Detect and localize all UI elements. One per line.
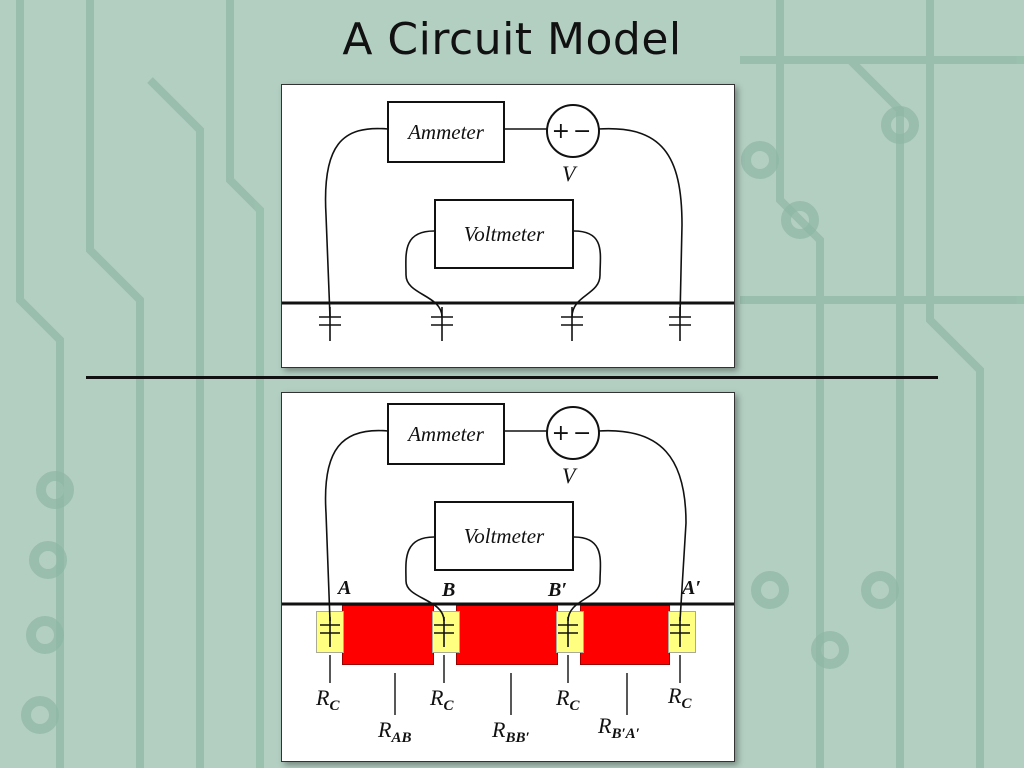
resistor-bb-prime-label: RBB′ xyxy=(492,717,530,747)
point-label-a: A xyxy=(338,577,352,599)
slide-title: A Circuit Model xyxy=(342,14,682,65)
contact-resistance-label: RC xyxy=(668,683,691,713)
voltmeter-box: Voltmeter xyxy=(434,199,574,269)
resistance-symbol: R xyxy=(598,713,612,738)
contact-resistance-label: RC xyxy=(556,685,579,715)
circuit-diagram-with-contact-resistances: Ammeter +− V Voltmeter A B B′ A′ RC RC R… xyxy=(281,392,735,762)
ammeter-box: Ammeter xyxy=(387,101,505,163)
resistance-symbol: R xyxy=(378,717,392,742)
point-label-b-prime: B′ xyxy=(548,579,567,601)
ammeter-box: Ammeter xyxy=(387,403,505,465)
voltage-source-icon: +− xyxy=(546,104,600,158)
point-label-a-prime: A′ xyxy=(682,577,701,599)
resistor-bb-prime xyxy=(456,605,558,665)
circuit-diagram-without-contacts: Ammeter +− V Voltmeter xyxy=(281,84,735,368)
point-label-b: B xyxy=(442,579,456,601)
voltage-source-label: V xyxy=(562,161,576,186)
wiring xyxy=(282,429,734,715)
resistance-subscript: C xyxy=(681,696,692,712)
section-divider xyxy=(86,376,938,379)
contact-b xyxy=(432,611,460,653)
resistance-symbol: R xyxy=(316,685,330,710)
voltage-source-label: V xyxy=(562,463,576,488)
contact-a-prime xyxy=(668,611,696,653)
resistance-subscript: BB′ xyxy=(505,730,530,746)
resistance-subscript: AB xyxy=(391,730,412,746)
resistance-subscript: C xyxy=(443,698,454,714)
resistance-subscript: C xyxy=(329,698,340,714)
resistor-b-prime-a-prime-label: RB′A′ xyxy=(598,713,640,743)
resistance-symbol: R xyxy=(492,717,506,742)
voltage-source-icon: +− xyxy=(546,406,600,460)
contact-resistance-label: RC xyxy=(430,685,453,715)
resistance-symbol: R xyxy=(430,685,444,710)
resistance-subscript: B′A′ xyxy=(611,726,640,742)
contact-resistance-label: RC xyxy=(316,685,339,715)
wiring xyxy=(282,127,734,341)
resistance-subscript: C xyxy=(569,698,580,714)
resistance-symbol: R xyxy=(668,683,682,708)
resistor-ab-label: RAB xyxy=(378,717,411,747)
voltmeter-box: Voltmeter xyxy=(434,501,574,571)
resistance-symbol: R xyxy=(556,685,570,710)
